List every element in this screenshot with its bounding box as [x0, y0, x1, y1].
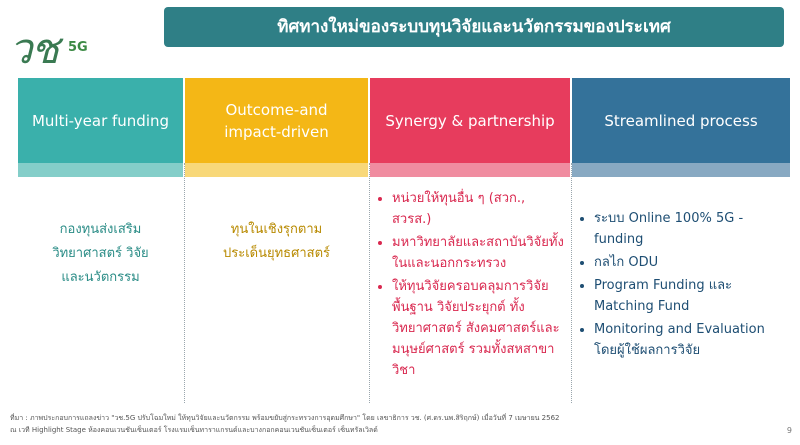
bullet-list: หน่วยให้ทุนอื่น ๆ (สวก., สวรส.) มหาวิทยา… [374, 188, 564, 381]
list-item: Monitoring and Evaluation โดยผู้ใช้ผลการ… [594, 319, 786, 361]
column-body: ทุนในเชิงรุกตาม ประเด็นยุทธศาสตร์ [185, 218, 368, 266]
list-item: ระบบ Online 100% 5G - funding [594, 208, 786, 250]
column-band [185, 163, 368, 177]
column-outcome-impact: Outcome-and impact-driven ทุนในเชิงรุกตา… [185, 78, 368, 408]
column-band [18, 163, 183, 177]
column-body: ระบบ Online 100% 5G - funding กลไก ODU P… [576, 208, 786, 363]
divider [184, 163, 185, 403]
column-band [572, 163, 790, 177]
body-line: ประเด็นยุทธศาสตร์ [222, 246, 331, 261]
divider [369, 163, 370, 403]
slide-header: วช 5G ทิศทางใหม่ของระบบทุนวิจัยและนวัตกร… [0, 0, 800, 73]
footnote-line: ที่มา : ภาพประกอบการแถลงข่าว "วช.5G ปรับ… [10, 414, 560, 422]
footnote: ที่มา : ภาพประกอบการแถลงข่าว "วช.5G ปรับ… [10, 412, 770, 436]
body-line: และนวัตกรรม [61, 270, 140, 285]
columns: Multi-year funding กองทุนส่งเสริม วิทยาศ… [18, 78, 790, 408]
column-multi-year-funding: Multi-year funding กองทุนส่งเสริม วิทยาศ… [18, 78, 183, 408]
column-heading: Multi-year funding [18, 78, 183, 163]
page-number: 9 [786, 426, 792, 435]
body-line: กองทุนส่งเสริม [59, 222, 142, 237]
list-item: มหาวิทยาลัยและสถาบันวิจัยทั้งในและนอกกระ… [392, 232, 564, 274]
column-synergy-partnership: Synergy & partnership หน่วยให้ทุนอื่น ๆ … [370, 78, 570, 408]
logo-text: วช [9, 24, 59, 73]
column-streamlined-process: Streamlined process ระบบ Online 100% 5G … [572, 78, 790, 408]
footnote-line: ณ เวที Highlight Stage ห้องคอนเวนชันเซ็น… [10, 426, 378, 434]
slide-title: ทิศทางใหม่ของระบบทุนวิจัยและนวัตกรรมของป… [277, 17, 671, 37]
title-band: ทิศทางใหม่ของระบบทุนวิจัยและนวัตกรรมของป… [164, 7, 784, 47]
list-item: หน่วยให้ทุนอื่น ๆ (สวก., สวรส.) [392, 188, 564, 230]
column-heading: Synergy & partnership [370, 78, 570, 163]
body-line: วิทยาศาสตร์ วิจัย [52, 246, 149, 261]
list-item: Program Funding และ Matching Fund [594, 275, 786, 317]
divider [571, 163, 572, 403]
body-line: ทุนในเชิงรุกตาม [230, 222, 323, 237]
logo: วช 5G [6, 6, 101, 73]
column-body: หน่วยให้ทุนอื่น ๆ (สวก., สวรส.) มหาวิทยา… [374, 188, 564, 383]
list-item: ให้ทุนวิจัยครอบคลุมการวิจัยพื้นฐาน วิจัย… [392, 276, 564, 381]
column-band [370, 163, 570, 177]
column-heading: Streamlined process [572, 78, 790, 163]
list-item: กลไก ODU [594, 252, 786, 273]
column-heading: Outcome-and impact-driven [185, 78, 368, 163]
logo-sub: 5G [68, 40, 88, 55]
column-body: กองทุนส่งเสริม วิทยาศาสตร์ วิจัย และนวัต… [18, 218, 183, 290]
bullet-list: ระบบ Online 100% 5G - funding กลไก ODU P… [576, 208, 786, 361]
column-heading-text: Outcome-and impact-driven [224, 100, 329, 141]
